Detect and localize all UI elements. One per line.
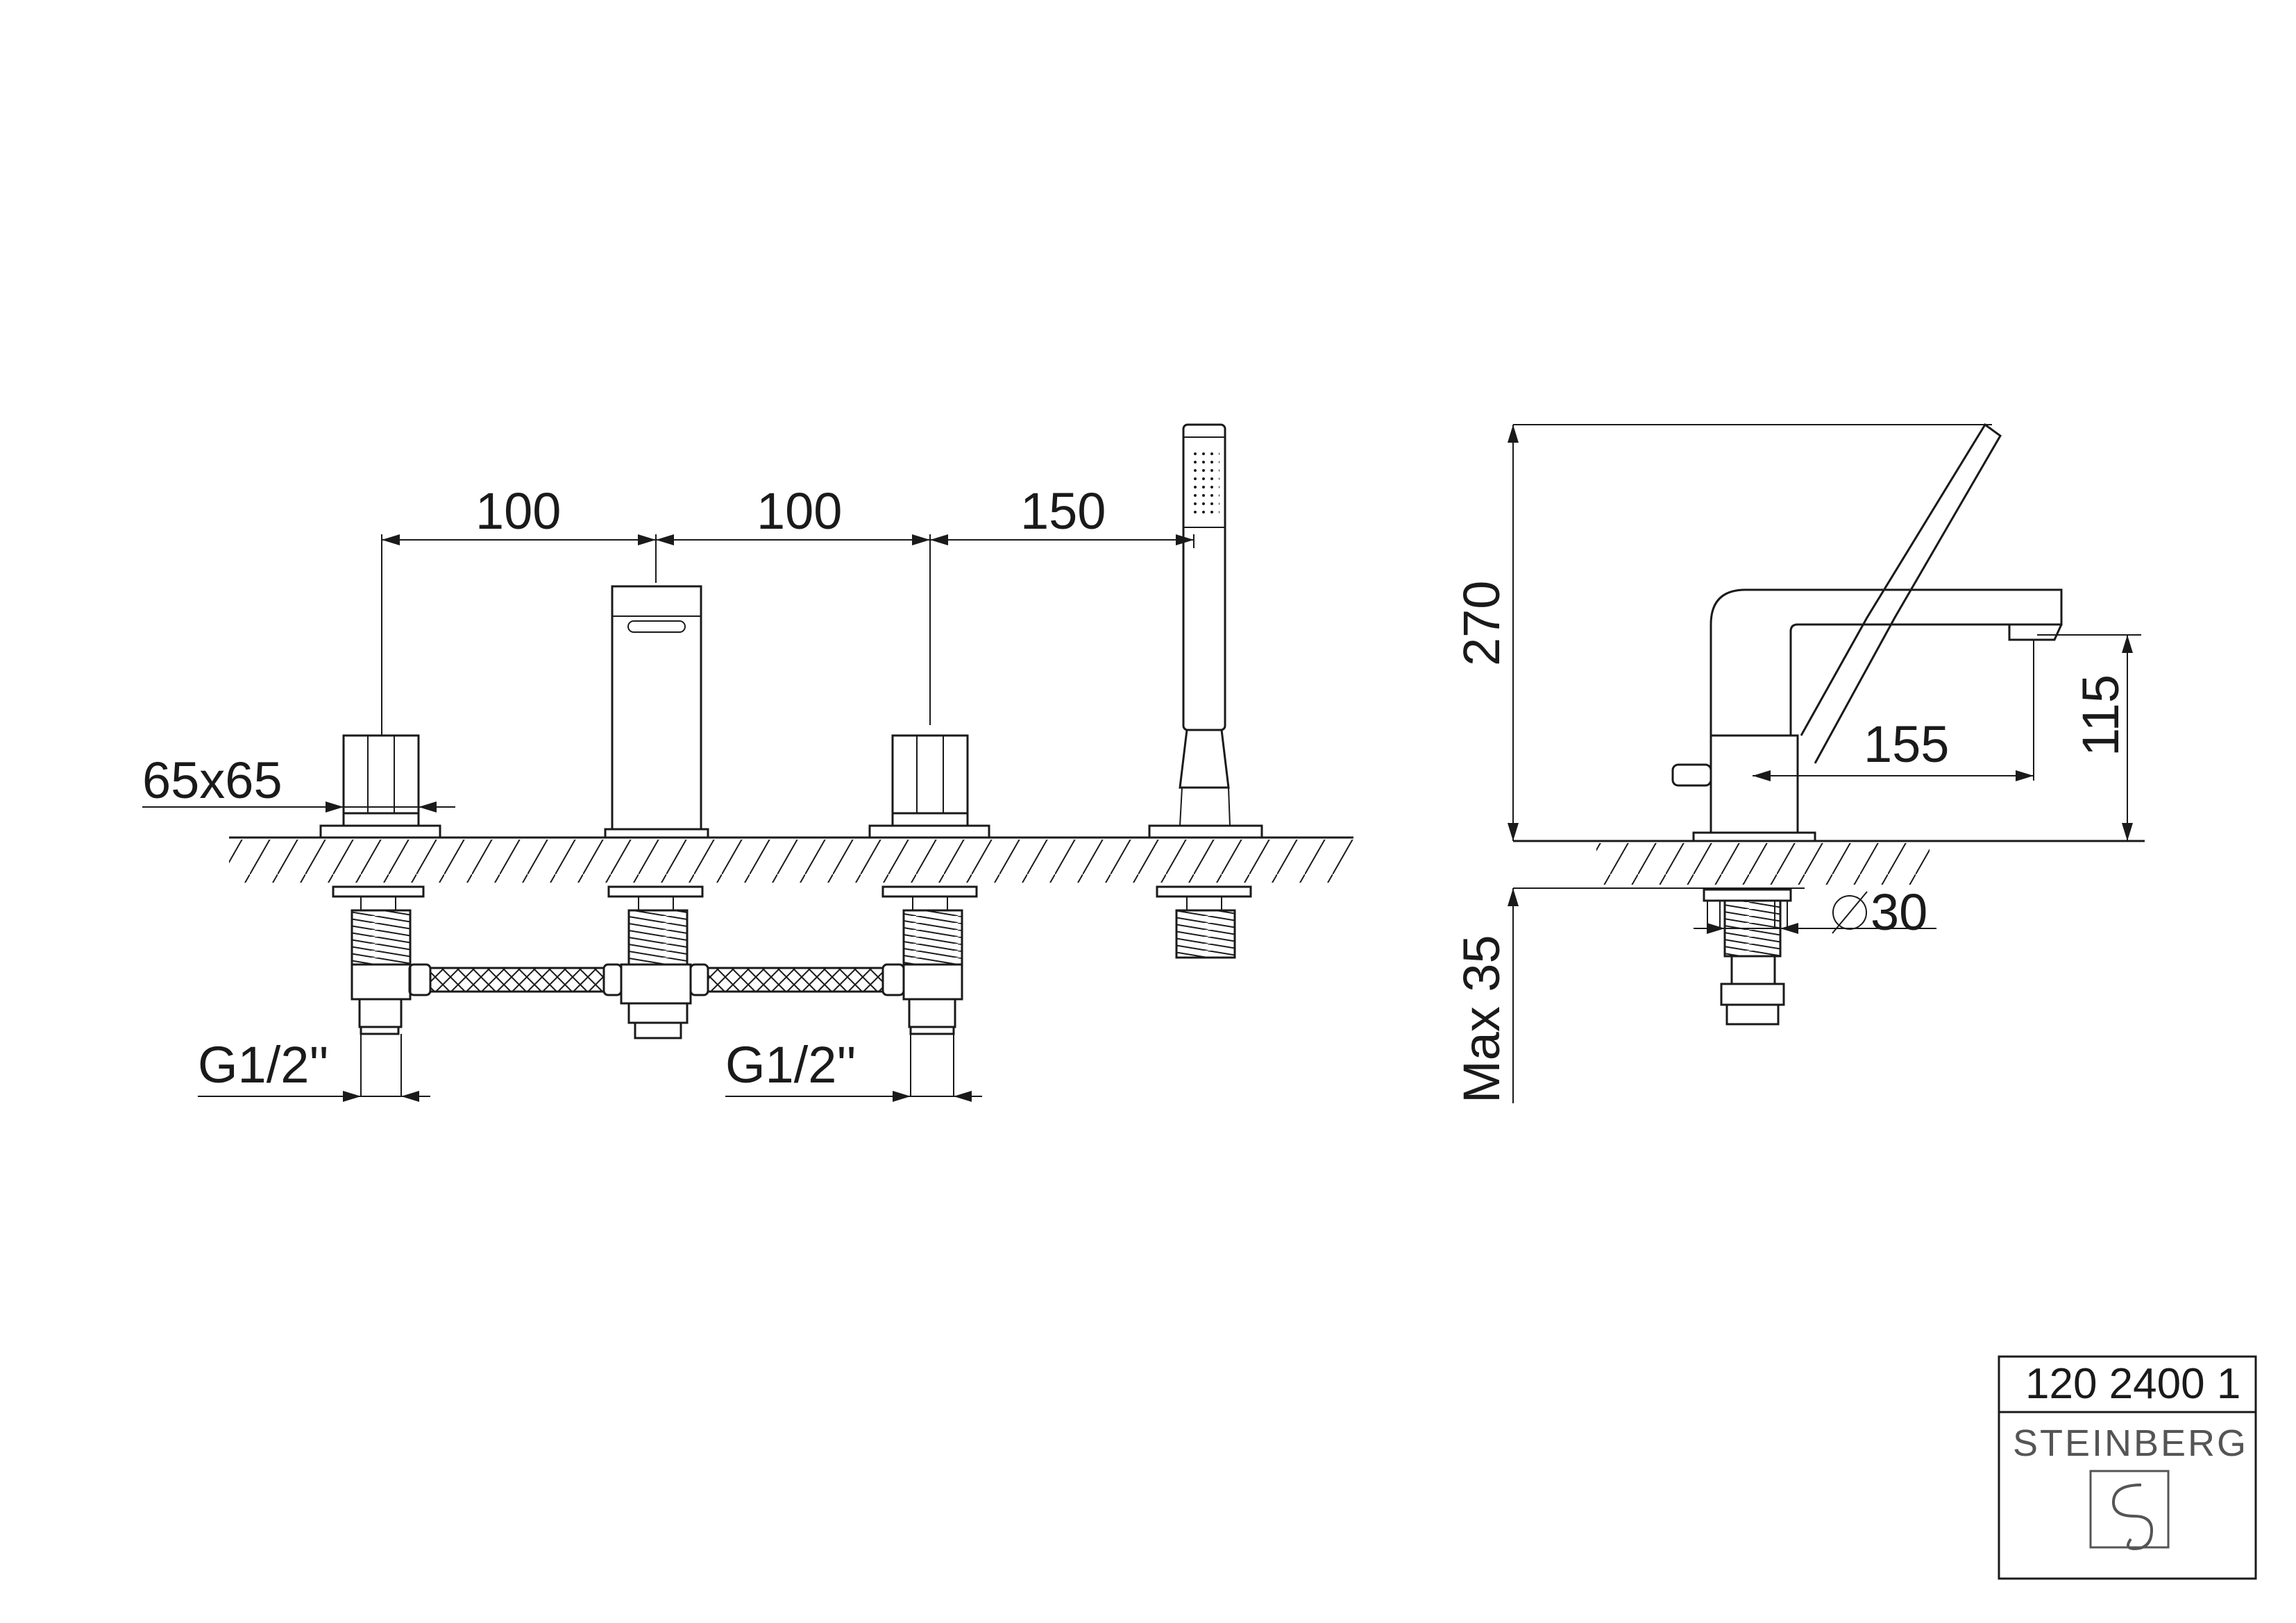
brand-name: STEINBERG xyxy=(2013,1422,2248,1464)
spacing-label-1: 100 xyxy=(475,482,561,540)
front-view: 100 100 150 65x65 xyxy=(142,423,1353,1102)
braided-hoses xyxy=(408,963,905,996)
right-handle xyxy=(868,734,990,839)
spout-height-label: 115 xyxy=(2072,674,2129,756)
max-thickness-label: Max 35 xyxy=(1453,935,1510,1103)
rosette-dimension: 65x65 xyxy=(142,751,455,813)
inlet-dimension-left: G1/2'' xyxy=(198,1036,430,1102)
diameter-label: 30 xyxy=(1871,883,1927,941)
inlet-label-left: G1/2'' xyxy=(198,1036,329,1094)
deck-surface xyxy=(229,836,1353,883)
spacing-label-2: 100 xyxy=(757,482,842,540)
steinberg-logo xyxy=(2089,1470,2170,1551)
rosette-size-label: 65x65 xyxy=(142,751,282,809)
projection-label: 155 xyxy=(1864,715,1949,773)
underside-fittings xyxy=(332,885,1252,1096)
side-view: 270 Max 35 155 115 30 xyxy=(1453,423,2145,1103)
hand-shower xyxy=(1148,423,1263,839)
spout-front xyxy=(604,585,709,839)
title-block: 120 2400 1 STEINBERG xyxy=(1998,1355,2257,1580)
left-handle xyxy=(319,734,441,839)
spacing-label-3: 150 xyxy=(1020,482,1106,540)
article-number: 120 2400 1 xyxy=(2025,1360,2240,1408)
height-label: 270 xyxy=(1453,581,1510,666)
inlet-dimension-right: G1/2'' xyxy=(725,1036,982,1102)
spacing-dimension: 100 100 150 xyxy=(381,482,1195,736)
inlet-label-right: G1/2'' xyxy=(725,1036,856,1094)
